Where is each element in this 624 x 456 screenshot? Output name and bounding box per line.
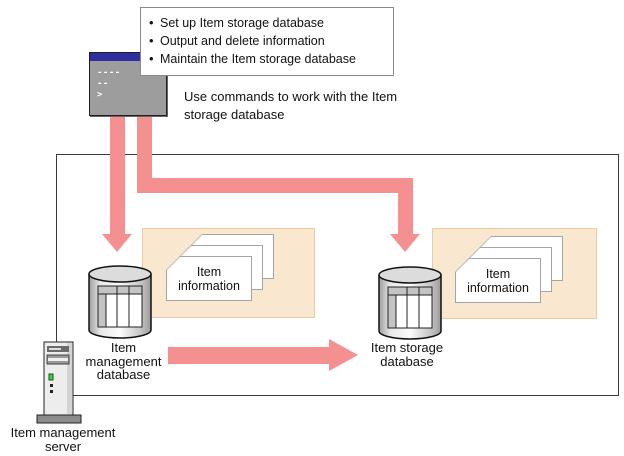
server-label: Item management server (10, 425, 116, 454)
arrow-to-management-db-head (102, 234, 132, 252)
terminal-caption: Use commands to work with the Item stora… (184, 89, 398, 122)
item-information-label: Item information (178, 264, 240, 293)
document-icon: Item information (455, 258, 541, 303)
document-icon: Item information (166, 256, 252, 301)
terminal-line: > (97, 90, 103, 100)
arrow-to-storage-db-seg2 (137, 178, 413, 193)
arrow-to-storage-db-head (390, 234, 420, 252)
item-information-label: Item information (467, 266, 529, 295)
arrow-db-to-db-head (329, 339, 358, 371)
database-icon (378, 266, 442, 340)
arrow-to-management-db (110, 116, 125, 234)
terminal-titlebar (90, 53, 166, 61)
arrow-db-to-db (168, 347, 329, 364)
terminal-text: ---- -- > (90, 61, 166, 101)
callout-item: Maintain the Item storage database (147, 50, 389, 68)
callout-item: Set up Item storage database (147, 14, 389, 32)
arrow-to-storage-db-seg1 (137, 116, 152, 178)
database-icon (88, 265, 152, 339)
management-db-label: Item management database (85, 340, 162, 382)
terminal-line: ---- (97, 68, 121, 78)
arrow-to-storage-db-seg3 (398, 193, 413, 234)
server-icon (36, 341, 82, 424)
storage-db-label: Item storage database (370, 340, 444, 369)
callout-item: Output and delete information (147, 32, 389, 50)
command-functions-callout: Set up Item storage database Output and … (140, 7, 394, 76)
command-functions-list: Set up Item storage database Output and … (147, 14, 389, 68)
terminal-line: -- (97, 79, 109, 89)
